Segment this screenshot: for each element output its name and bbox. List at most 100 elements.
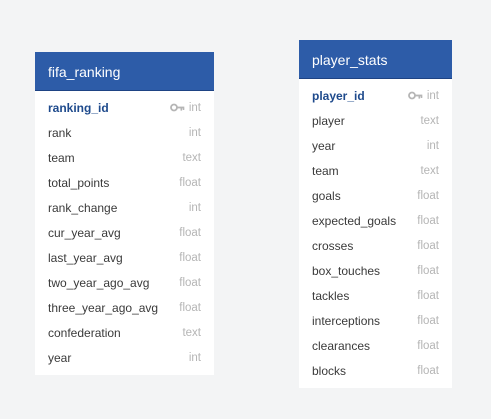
column-type-label: text: [420, 114, 439, 127]
column-type-label: float: [179, 301, 201, 314]
column-name: cur_year_avg: [48, 225, 121, 240]
column-type-label: float: [417, 289, 439, 302]
column-name: confederation: [48, 325, 121, 340]
column-row[interactable]: team text: [35, 145, 214, 170]
key-icon: [169, 103, 185, 112]
column-type-label: float: [417, 264, 439, 277]
column-name: year: [48, 350, 72, 365]
column-row[interactable]: three_year_ago_avg float: [35, 295, 214, 320]
column-name: tackles: [312, 288, 350, 303]
column-type-label: float: [179, 276, 201, 289]
column-row[interactable]: crosses float: [299, 233, 452, 258]
column-row[interactable]: two_year_ago_avg float: [35, 270, 214, 295]
column-name: last_year_avg: [48, 250, 123, 265]
column-name: team: [312, 163, 339, 178]
column-type: int: [189, 127, 201, 139]
column-name: player: [312, 113, 345, 128]
column-row[interactable]: last_year_avg float: [35, 245, 214, 270]
column-type: int: [427, 140, 439, 152]
column-type: float: [179, 277, 201, 289]
table-title: fifa_ranking: [35, 52, 214, 91]
column-type: float: [417, 215, 439, 227]
column-name: two_year_ago_avg: [48, 275, 150, 290]
column-type: float: [179, 227, 201, 239]
column-type: float: [417, 315, 439, 327]
column-type-label: int: [426, 89, 439, 102]
column-type: float: [179, 302, 201, 314]
column-type-label: float: [417, 214, 439, 227]
column-type-label: int: [188, 201, 201, 214]
column-type: int: [189, 202, 201, 214]
primary-key-column-row[interactable]: player_id int: [299, 83, 452, 108]
column-row[interactable]: rank int: [35, 120, 214, 145]
column-type-label: int: [188, 126, 201, 139]
column-row[interactable]: goals float: [299, 183, 452, 208]
column-row[interactable]: tackles float: [299, 283, 452, 308]
column-name: crosses: [312, 238, 354, 253]
column-name: blocks: [312, 363, 347, 378]
column-type: int: [407, 89, 439, 102]
column-type-label: float: [417, 189, 439, 202]
column-type: int: [169, 101, 201, 114]
column-row[interactable]: year int: [35, 345, 214, 370]
column-name: box_touches: [312, 263, 381, 278]
column-type: float: [417, 265, 439, 277]
column-name: rank_change: [48, 200, 118, 215]
column-row[interactable]: team text: [299, 158, 452, 183]
column-type-label: float: [179, 226, 201, 239]
table-title: player_stats: [299, 40, 452, 79]
column-type-label: int: [188, 101, 201, 114]
column-type: text: [420, 115, 439, 127]
column-name: player_id: [312, 88, 365, 103]
column-type: float: [417, 340, 439, 352]
column-type-label: int: [426, 139, 439, 152]
column-row[interactable]: rank_change int: [35, 195, 214, 220]
column-name: team: [48, 150, 75, 165]
column-row[interactable]: interceptions float: [299, 308, 452, 333]
column-type: text: [182, 152, 201, 164]
column-type-label: int: [188, 351, 201, 364]
column-type-label: float: [417, 239, 439, 252]
column-type-label: text: [182, 151, 201, 164]
column-type-label: float: [179, 251, 201, 264]
column-type-label: float: [179, 176, 201, 189]
column-row[interactable]: player text: [299, 108, 452, 133]
column-name: clearances: [312, 338, 371, 353]
column-type-label: float: [417, 339, 439, 352]
column-row[interactable]: clearances float: [299, 333, 452, 358]
primary-key-column-row[interactable]: ranking_id int: [35, 95, 214, 120]
column-type: float: [179, 252, 201, 264]
column-type-label: text: [420, 164, 439, 177]
column-name: rank: [48, 125, 72, 140]
column-row[interactable]: total_points float: [35, 170, 214, 195]
column-name: goals: [312, 188, 341, 203]
column-type: float: [417, 190, 439, 202]
column-row[interactable]: cur_year_avg float: [35, 220, 214, 245]
column-type: text: [420, 165, 439, 177]
column-type: int: [189, 352, 201, 364]
column-type: float: [417, 365, 439, 377]
column-type-label: float: [417, 364, 439, 377]
column-name: total_points: [48, 175, 110, 190]
key-icon: [407, 91, 423, 100]
column-row[interactable]: confederation text: [35, 320, 214, 345]
column-type: text: [182, 327, 201, 339]
column-row[interactable]: box_touches float: [299, 258, 452, 283]
column-type-label: float: [417, 314, 439, 327]
column-row[interactable]: blocks float: [299, 358, 452, 383]
column-name: expected_goals: [312, 213, 397, 228]
column-row[interactable]: expected_goals float: [299, 208, 452, 233]
column-type: float: [179, 177, 201, 189]
column-type: float: [417, 290, 439, 302]
column-name: year: [312, 138, 336, 153]
column-row[interactable]: year int: [299, 133, 452, 158]
column-name: three_year_ago_avg: [48, 300, 159, 315]
column-name: ranking_id: [48, 100, 109, 115]
column-name: interceptions: [312, 313, 381, 328]
column-type: float: [417, 240, 439, 252]
column-type-label: text: [182, 326, 201, 339]
